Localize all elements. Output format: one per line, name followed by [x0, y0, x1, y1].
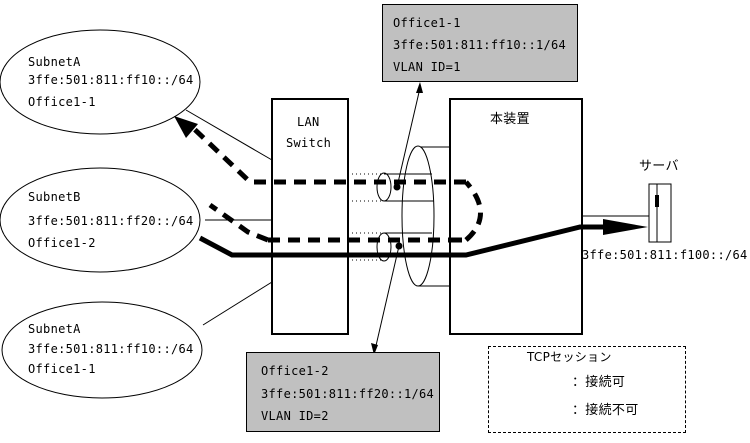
vlan2-tube-end	[376, 232, 392, 262]
server-icon-slot	[655, 195, 659, 207]
subnet-a-bottom-ellipse	[1, 301, 203, 399]
subnet-b-prefix: 3ffe:501:811:ff20::/64	[28, 214, 194, 228]
vlan1-id: VLAN ID=1	[393, 60, 461, 74]
lan-switch-box	[271, 98, 349, 335]
subnet-a-bottom-office: Office1-1	[28, 362, 96, 376]
lan-switch-label-line1: LAN	[297, 115, 320, 129]
link-subnet-a-top	[185, 109, 273, 161]
vlan2-address: 3ffe:501:811:ff20::1/64	[261, 387, 435, 401]
server-label: サーバ	[639, 159, 679, 174]
vlan1-office: Office1-1	[393, 16, 461, 30]
subnet-b-name: SubnetB	[28, 190, 81, 204]
subnet-a-bottom-name: SubnetA	[28, 322, 81, 336]
server-address: 3ffe:501:811:f100::/64	[582, 248, 748, 262]
subnet-a-top-ellipse	[0, 29, 201, 135]
vlan1-dot	[393, 183, 401, 191]
link-subnet-a-bottom	[202, 281, 273, 326]
trunk-ellipse	[401, 145, 435, 287]
lan-switch-label-line2: Switch	[286, 136, 332, 150]
vlan2-office: Office1-2	[261, 364, 329, 378]
subnet-b-ellipse	[0, 167, 201, 273]
failed-session-path	[188, 123, 483, 243]
vlan2-id: VLAN ID=2	[261, 409, 329, 423]
legend-solid-label: ：接続可	[572, 375, 626, 390]
vlan1-address: 3ffe:501:811:ff10::1/64	[393, 38, 567, 52]
legend-title: TCPセッション	[527, 350, 612, 364]
success-session-path	[198, 224, 608, 258]
server-icon	[648, 183, 672, 243]
vlan1-info-box: Office1-1 3ffe:501:811:ff10::1/64 VLAN I…	[382, 4, 578, 82]
legend-box	[488, 346, 686, 433]
subnet-a-bottom-prefix: 3ffe:501:811:ff10::/64	[28, 342, 194, 356]
vlan1-tube-end	[376, 172, 392, 202]
legend-dashed-label: ：接続不可	[572, 403, 639, 418]
failed-session-arrowhead	[174, 116, 198, 138]
vlan2-pointer-line	[374, 245, 400, 351]
subnet-a-top-prefix: 3ffe:501:811:ff10::/64	[28, 73, 194, 87]
vlan2-dot	[395, 242, 403, 250]
subnet-a-top-office: Office1-1	[28, 95, 96, 109]
device-box	[449, 98, 583, 335]
success-session-arrowhead	[603, 219, 648, 235]
subnet-b-office: Office1-2	[28, 236, 96, 250]
vlan1-pointer-arrowhead	[416, 82, 423, 93]
device-label: 本装置	[490, 112, 530, 127]
subnet-a-top-name: SubnetA	[28, 55, 81, 69]
vlan2-info-box: Office1-2 3ffe:501:811:ff20::1/64 VLAN I…	[246, 352, 440, 432]
vlan2-pointer-arrowhead	[371, 343, 378, 355]
vlan1-pointer-line	[396, 87, 421, 188]
